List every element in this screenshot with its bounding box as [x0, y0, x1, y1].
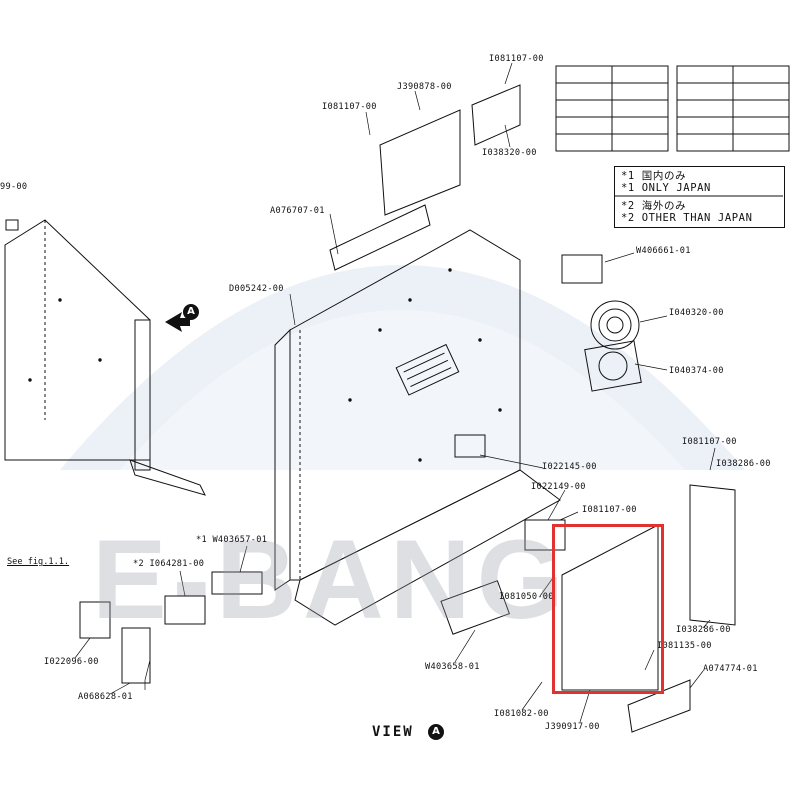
see-fig-link[interactable]: See fig.1.1.: [7, 557, 70, 567]
part-label: I040374-00: [669, 366, 724, 376]
board-i038286-upper: [689, 484, 736, 626]
parts-table-left: [555, 65, 669, 152]
highlight-frame: [552, 524, 664, 694]
part-label: I038286-00: [676, 625, 731, 635]
watermark-text: E-BANG: [92, 517, 570, 642]
left-side-panel: [4, 219, 206, 496]
part-label: I022149-00: [531, 482, 586, 492]
part-label: J390878-00: [397, 82, 452, 92]
part-label: I081107-00: [582, 505, 637, 515]
part-label: W403658-01: [425, 662, 480, 672]
part-label: D005242-00: [229, 284, 284, 294]
part-label: A074774-01: [703, 664, 758, 674]
part-label: I081107-00: [322, 102, 377, 112]
part-label: A068628-01: [78, 692, 133, 702]
cover-a068628: [121, 627, 151, 684]
legend: *1 国内のみ *1 ONLY JAPAN *2 海外のみ *2 OTHER T…: [614, 166, 785, 228]
parts-table-right: [676, 65, 790, 152]
part-label: I022096-00: [44, 657, 99, 667]
part-label: I022145-00: [542, 462, 597, 472]
view-marker-a: A: [428, 724, 444, 740]
component-i022096: [79, 601, 111, 639]
terminal-block-w403658: [440, 580, 510, 635]
part-label: I081050-00: [499, 592, 554, 602]
legend-row-4: *2 OTHER THAN JAPAN: [621, 212, 753, 224]
view-title: VIEW: [372, 724, 414, 740]
legend-row-2: *1 ONLY JAPAN: [621, 182, 711, 194]
transformer: [561, 254, 603, 284]
board-j390878: [379, 109, 461, 216]
legend-row-1: *1 国内のみ: [621, 170, 687, 182]
part-label: I081082-00: [494, 709, 549, 719]
terminal-block-w403657: [211, 571, 263, 595]
view-arrow: [165, 312, 190, 332]
main-chassis: [274, 204, 561, 626]
board-i038320: [471, 84, 521, 146]
part-label: I038320-00: [482, 148, 537, 158]
cooling-fan: [584, 340, 642, 392]
part-label: I081107-00: [682, 437, 737, 447]
board-j390917: [561, 524, 659, 691]
fan-guard: [590, 300, 640, 350]
part-label: A076707-01: [270, 206, 325, 216]
component-i022149: [524, 519, 566, 551]
part-label: I040320-00: [669, 308, 724, 318]
arrow-marker-a: A: [183, 304, 199, 320]
part-label: I081107-00: [489, 54, 544, 64]
part-label-marked: *2 I064281-00: [133, 559, 205, 569]
part-label-marked: *1 W403657-01: [196, 535, 268, 545]
part-label: J390917-00: [545, 722, 600, 732]
part-label: I081135-00: [657, 641, 712, 651]
component-i022145: [454, 434, 486, 458]
legend-row-3: *2 海外のみ: [621, 200, 687, 212]
bracket-a074774: [627, 679, 691, 733]
part-label: W406661-01: [636, 246, 691, 256]
part-label: I038286-00: [716, 459, 771, 469]
part-label: 99-00: [0, 182, 28, 192]
